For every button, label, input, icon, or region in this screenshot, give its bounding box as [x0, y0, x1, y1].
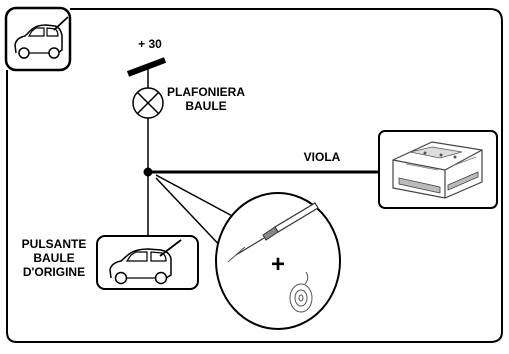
button-label-line3: D'ORIGINE [23, 265, 85, 279]
button-label-line1: PULSANTE [22, 237, 87, 251]
original-trunk-button [96, 235, 199, 290]
supply-terminal [126, 57, 167, 77]
alarm-control-unit-icon [378, 130, 498, 209]
callout-line-bottom [155, 177, 227, 253]
button-label-line2: BAULE [33, 251, 74, 265]
detail-symbol: + [271, 251, 285, 278]
lamp-label-line2: BAULE [185, 99, 226, 113]
wire-label: VIOLA [304, 150, 341, 164]
soldering-iron-icon [227, 202, 319, 263]
supply-label: + 30 [138, 37, 162, 51]
lamp-symbol-icon [132, 87, 164, 119]
solder-wire-reel-icon [289, 271, 313, 313]
outer-frame [6, 8, 503, 343]
solder-detail [215, 192, 341, 330]
lamp-label-line1: PLAFONIERA [167, 85, 245, 99]
car-with-antenna-icon [4, 6, 72, 72]
callout-line-top [155, 174, 237, 219]
car-with-antenna-icon [109, 239, 182, 285]
